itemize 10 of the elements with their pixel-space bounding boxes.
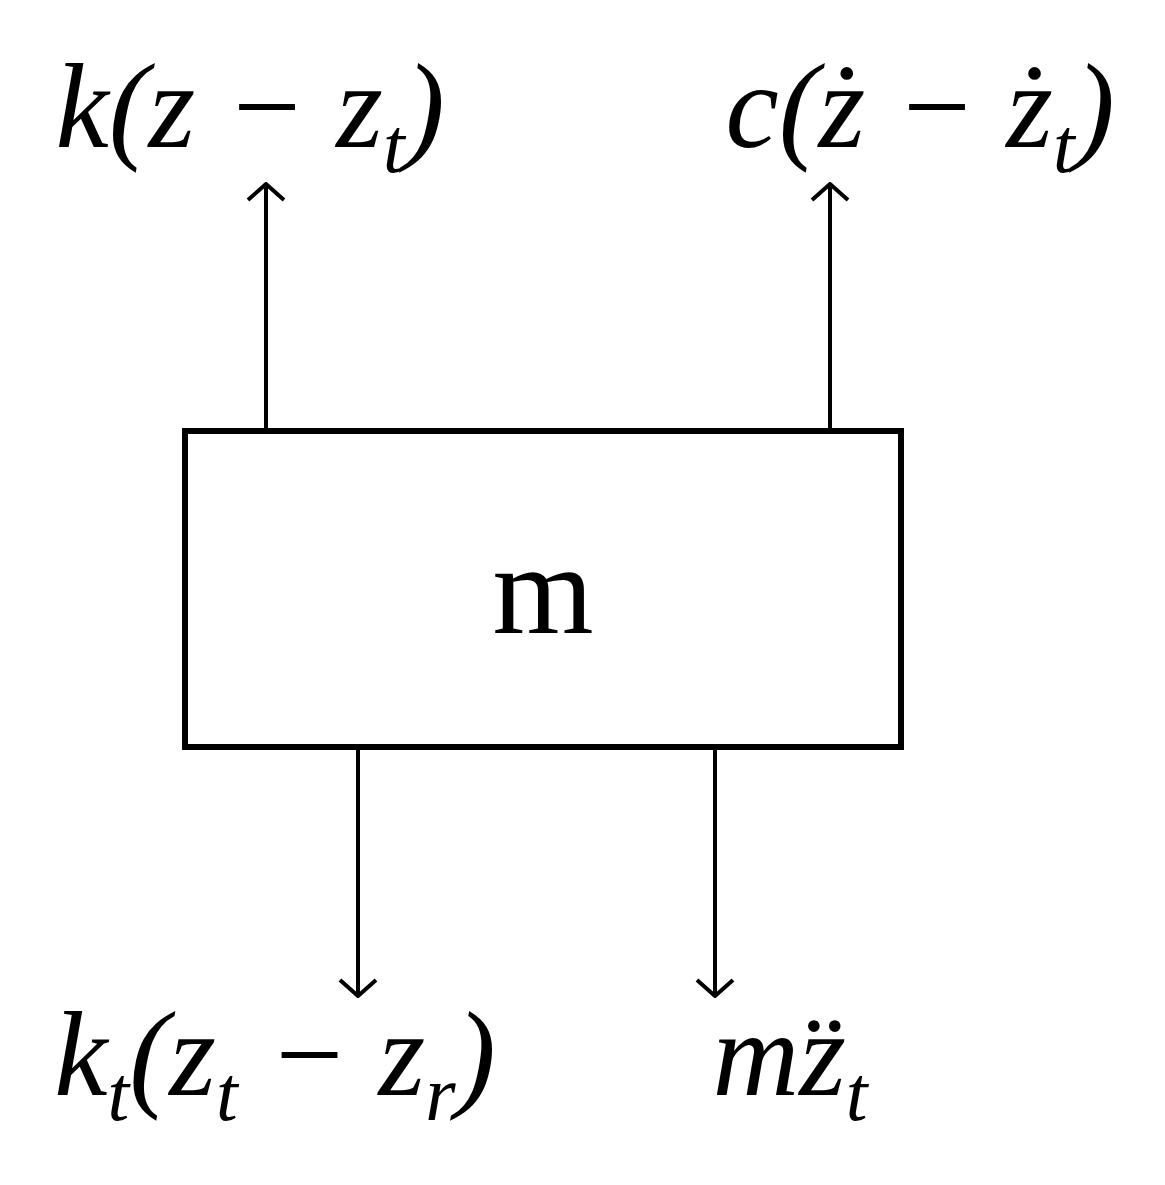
force-arrow <box>810 182 850 428</box>
force-label: mz̈$_{t}$ <box>712 995 868 1133</box>
force-label: c(ż − ż$_{t}$) <box>725 47 1115 185</box>
force-label: k(z − z$_{t}$) <box>55 47 445 185</box>
force-label: k$_{t}$(z$_{t}$ − z$_{r}$) <box>54 995 496 1133</box>
force-arrow <box>246 182 286 428</box>
force-arrow <box>695 750 735 998</box>
mass-box <box>182 428 904 750</box>
mass-label: m <box>492 516 594 663</box>
force-arrow <box>338 750 378 998</box>
